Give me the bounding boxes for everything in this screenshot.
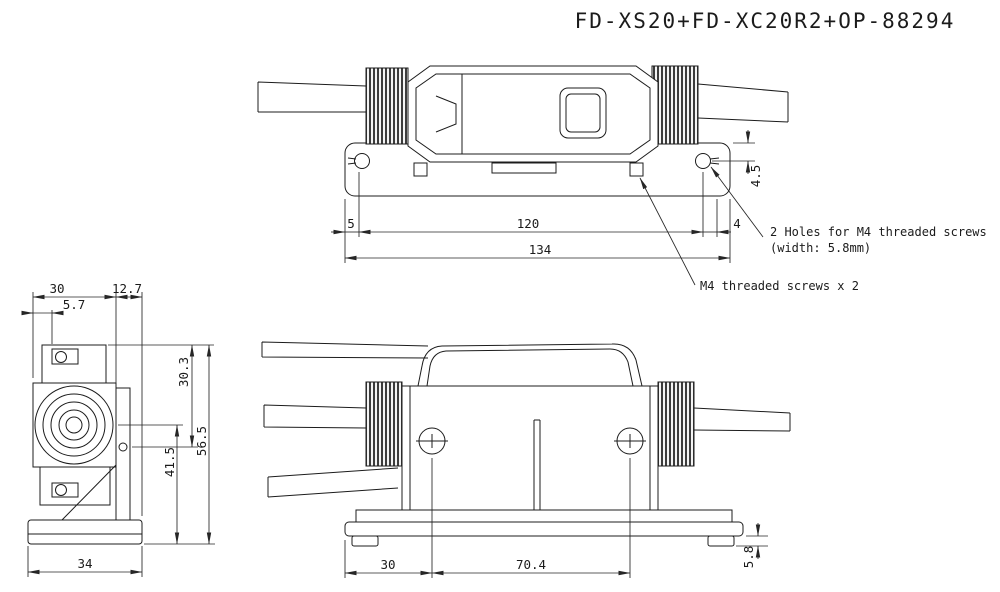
- cable-right-top: [697, 83, 789, 123]
- drawing-texts: FD-XS20+FD-XC20R2+OP-88294 4.5 5 120 4 1…: [49, 9, 986, 572]
- dim-70-4: 70.4: [516, 557, 546, 572]
- bracket-hole-left: [354, 153, 370, 169]
- bracket-side: [27, 387, 143, 545]
- dim-5-8: 5.8: [741, 546, 756, 569]
- foot-right: [707, 535, 735, 547]
- bracket-hole-right: [695, 153, 711, 169]
- top-cover-front: [417, 343, 643, 387]
- mounting-screw-left: [416, 427, 448, 455]
- top-view-dimensions: [331, 130, 764, 286]
- cable-gland-right-top: [651, 65, 699, 145]
- top-view: [257, 65, 789, 197]
- dim-30-3: 30.3: [176, 357, 191, 387]
- foot-left: [351, 535, 379, 547]
- side-screw-top: [55, 351, 67, 363]
- mounting-screw-right: [614, 427, 646, 455]
- cable-right-front: [693, 407, 791, 432]
- dim-4-5: 4.5: [748, 165, 763, 188]
- cable-gland-left-top: [365, 67, 409, 145]
- sensor-body-front: [401, 385, 659, 511]
- sensor-body-top: [407, 65, 659, 163]
- dim-12-7: 12.7: [112, 281, 142, 296]
- side-screw-bottom: [55, 484, 67, 496]
- cable-top-left-front: [261, 341, 429, 359]
- leader-screws: [639, 177, 696, 286]
- cable-gland-right-front: [657, 381, 695, 467]
- dim-134: 134: [529, 242, 552, 257]
- dim-5-7: 5.7: [63, 297, 86, 312]
- dim-30-side: 30: [49, 281, 64, 296]
- front-view: [261, 341, 791, 547]
- note-holes-line2: (width: 5.8mm): [770, 241, 871, 255]
- dim-56-5: 56.5: [194, 426, 209, 456]
- screw-boss-left: [413, 162, 428, 177]
- front-view-dimensions: [344, 458, 768, 578]
- display-window: [559, 87, 607, 139]
- cable-bottom-left-front: [267, 467, 399, 498]
- dim-120: 120: [517, 216, 540, 231]
- base-flange: [344, 509, 744, 547]
- note-holes-line1: 2 Holes for M4 threaded screws: [770, 225, 987, 239]
- dim-41-5: 41.5: [162, 447, 177, 477]
- note-screws: M4 threaded screws x 2: [700, 279, 859, 293]
- screw-boss-right: [629, 162, 644, 177]
- cable-gland-left-front: [365, 381, 403, 467]
- drawing-title: FD-XS20+FD-XC20R2+OP-88294: [575, 9, 956, 33]
- dim-4: 4: [733, 216, 741, 231]
- dim-34: 34: [77, 556, 92, 571]
- side-view: [27, 344, 143, 545]
- cable-mid-left-front: [263, 404, 367, 429]
- dim-5: 5: [347, 216, 355, 231]
- leader-holes: [710, 166, 764, 238]
- cable-left-top: [257, 81, 367, 113]
- lens-rings: [34, 385, 114, 465]
- bracket-center-tab: [491, 162, 557, 174]
- dim-30-front: 30: [380, 557, 395, 572]
- side-view-dimensions: [21, 292, 215, 577]
